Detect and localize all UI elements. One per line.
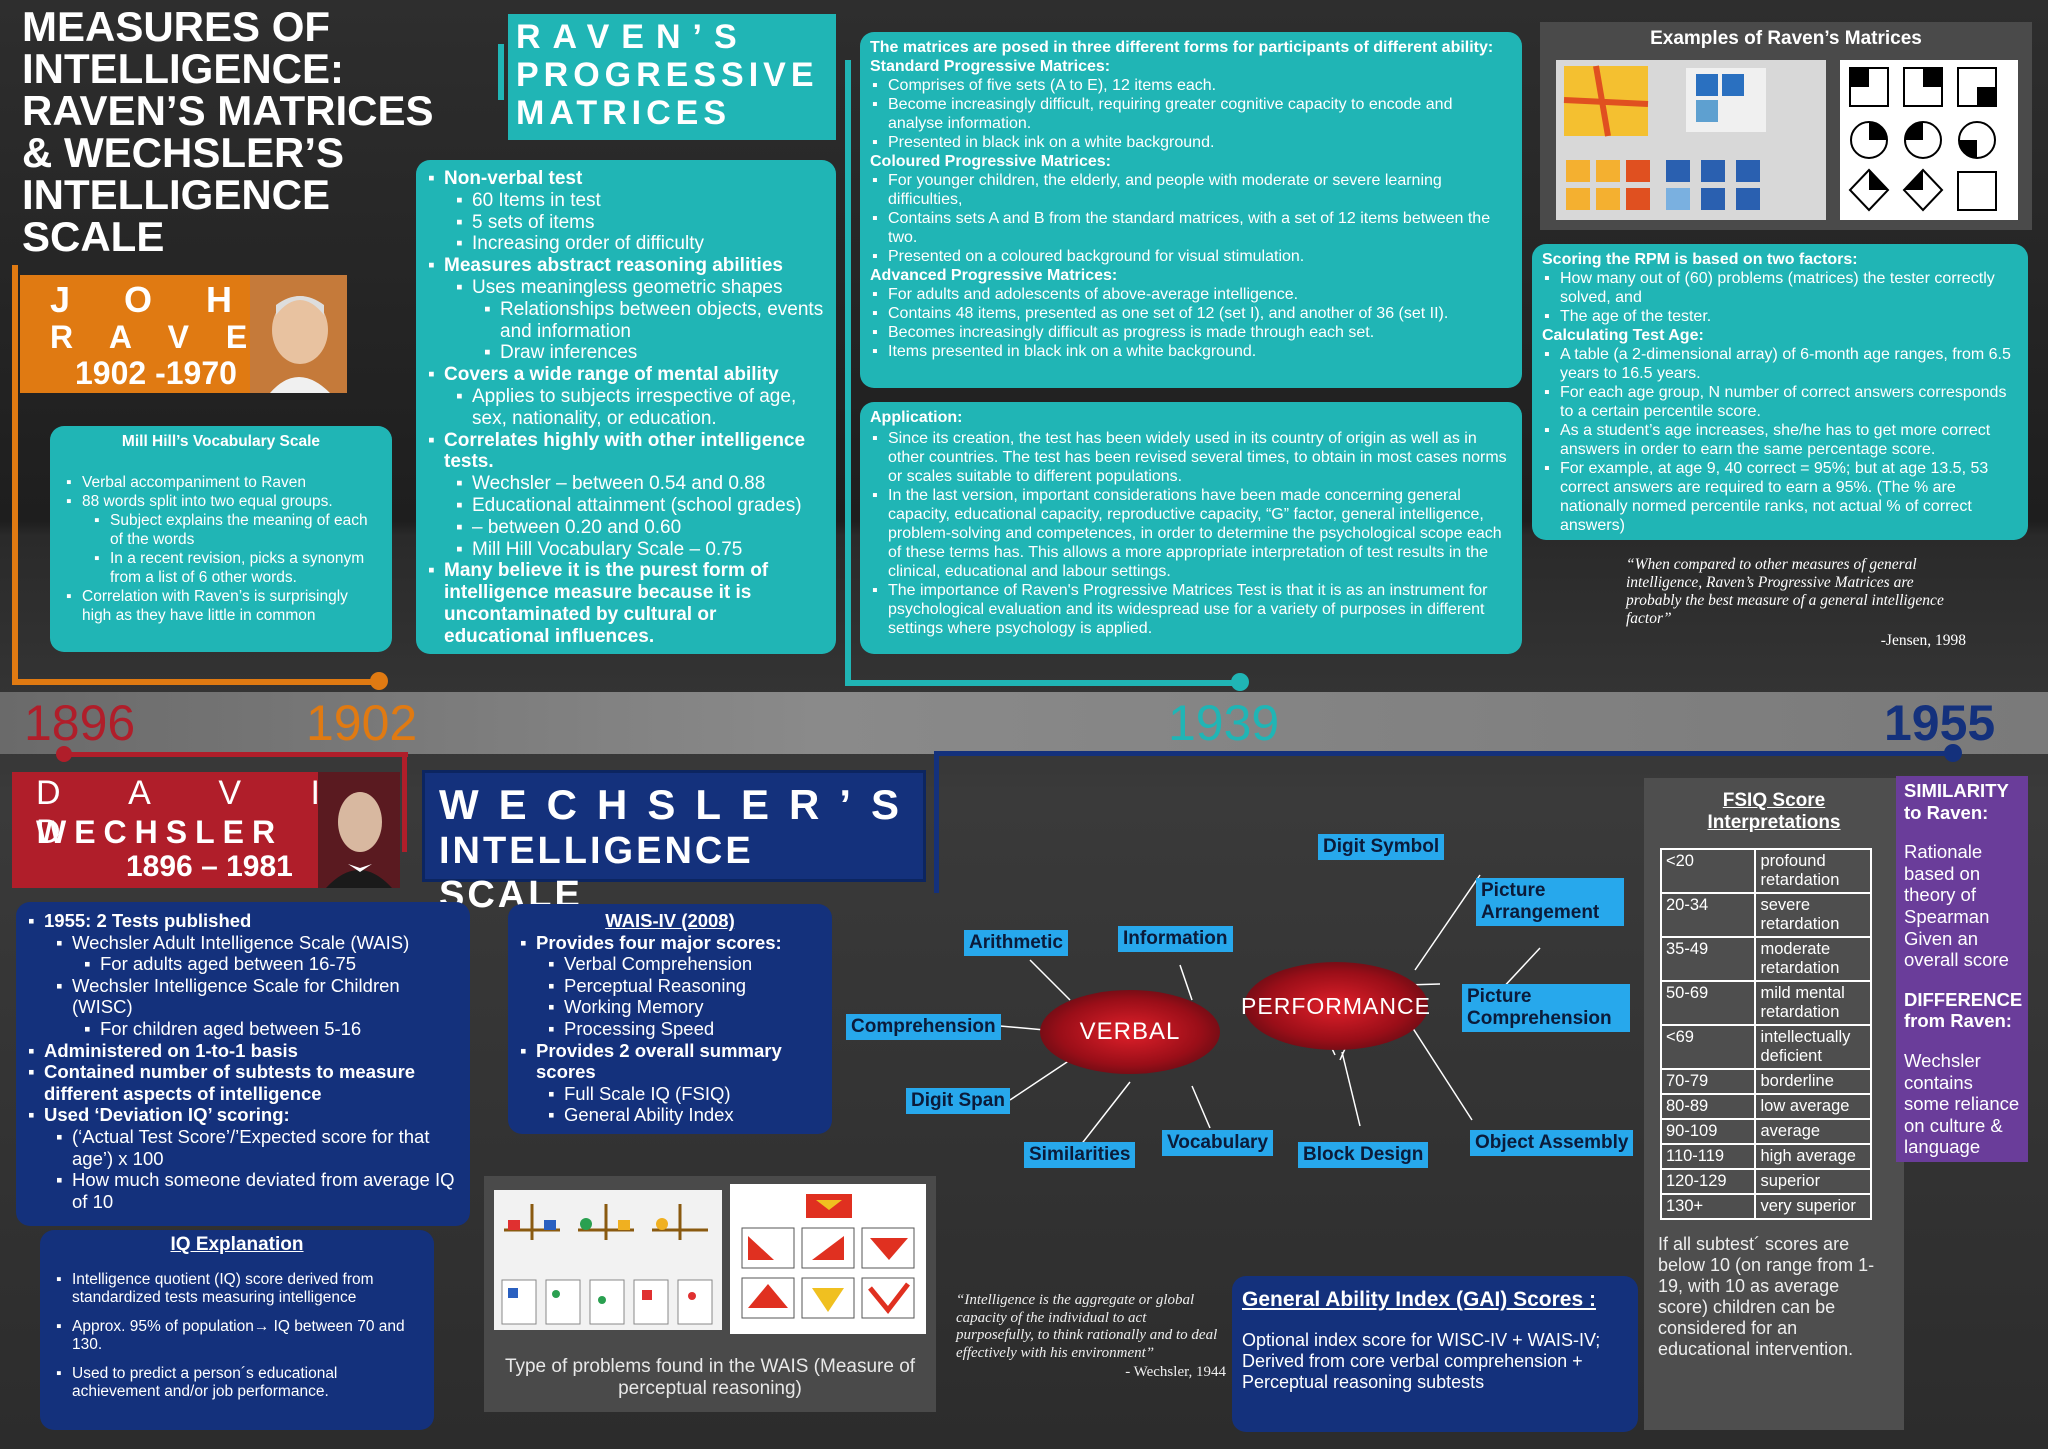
fsiq-label-cell: superior (1754, 1168, 1872, 1195)
fsiq-range-cell: 130+ (1659, 1193, 1757, 1220)
fsiq-label-cell: intellectually deficient (1754, 1024, 1872, 1070)
fsiq-range-cell: 35-49 (1659, 936, 1757, 982)
wais4-panel: WAIS-IV (2008) Provides four major score… (508, 904, 832, 1134)
matrix-example-images (1556, 60, 2018, 220)
fsiq-range-cell: 20-34 (1659, 892, 1757, 938)
year-1939: 1939 (1168, 695, 1280, 751)
scoring-panel: Scoring the RPM is based on two factors:… (1532, 244, 2028, 540)
fsiq-label-cell: borderline (1754, 1068, 1872, 1095)
fsiq-range-cell: 50-69 (1659, 980, 1757, 1026)
fsiq-range-cell: <20 (1659, 848, 1757, 894)
fsiq-label-cell: severe retardation (1754, 892, 1872, 938)
node-object-assembly: Object Assembly (1470, 1130, 1634, 1156)
wechsler-name-card: D A V I D WECHSLER 1896 – 1981 (12, 772, 400, 888)
fsiq-range-cell: 70-79 (1659, 1068, 1757, 1095)
rpm-timeline-connector (498, 44, 504, 100)
rpm-forms-panel: The matrices are posed in three differen… (860, 32, 1522, 388)
year-1955: 1955 (1884, 695, 1996, 751)
node-picture-comprehension: Picture Comprehension (1462, 984, 1630, 1032)
wais-history-panel: 1955: 2 Tests published Wechsler Adult I… (16, 902, 470, 1226)
fsiq-label-cell: mild mental retardation (1754, 980, 1872, 1026)
node-comprehension: Comprehension (846, 1014, 1001, 1040)
wechsler-portrait (318, 772, 400, 888)
fsiq-label-cell: low average (1754, 1093, 1872, 1120)
wechsler-connector (62, 752, 408, 757)
node-information: Information (1118, 926, 1233, 952)
fsiq-range-cell: 110-119 (1659, 1143, 1757, 1170)
wais-problems-panel: Type of problems found in the WAIS (Meas… (484, 1176, 936, 1412)
fsiq-range-cell: 120-129 (1659, 1168, 1757, 1195)
wechsler-connector-v (402, 752, 407, 852)
rpm-connector-v (845, 60, 851, 686)
jensen-quote: “When compared to other measures of gene… (1626, 556, 1966, 649)
year-1902: 1902 (306, 695, 418, 751)
similarity-panel: SIMILARITY to Raven: Rationale based on … (1896, 776, 2028, 1162)
timeline-bar (0, 692, 2048, 754)
fsiq-label-cell: moderate retardation (1754, 936, 1872, 982)
fsiq-range-cell: <69 (1659, 1024, 1757, 1070)
rpm-connector-h (845, 680, 1240, 686)
iq-explanation-panel: IQ Explanation Intelligence quotient (IQ… (40, 1230, 434, 1430)
node-block-design: Block Design (1298, 1142, 1429, 1168)
wis-connector-v (934, 751, 939, 893)
node-picture-arrangement: Picture Arrangement (1476, 878, 1624, 926)
timeline-dot-1955 (1944, 744, 1962, 762)
timeline-dot-1939 (1231, 673, 1249, 691)
rpm-features-panel: Non-verbal test 60 Items in test 5 sets … (416, 160, 836, 654)
fsiq-row: 130+very superior (1659, 1193, 1872, 1220)
node-digit-symbol: Digit Symbol (1318, 834, 1445, 860)
timeline-dot-1902 (370, 672, 388, 690)
raven-portrait (250, 275, 347, 393)
node-vocabulary: Vocabulary (1162, 1130, 1274, 1156)
application-panel: Application: Since its creation, the tes… (860, 402, 1522, 654)
fsiq-range-cell: 80-89 (1659, 1093, 1757, 1120)
node-digit-span: Digit Span (906, 1088, 1010, 1114)
fsiq-label-cell: very superior (1754, 1193, 1872, 1220)
gai-panel: General Ability Index (GAI) Scores : Opt… (1232, 1276, 1638, 1432)
fsiq-label-cell: profound retardation (1754, 848, 1872, 894)
wais-problem-images (494, 1184, 926, 1334)
performance-hub: PERFORMANCE (1241, 962, 1430, 1050)
fsiq-label-cell: average (1754, 1118, 1872, 1145)
node-arithmetic: Arithmetic (964, 930, 1068, 956)
wis-connector-h (934, 751, 1952, 756)
verbal-hub: VERBAL (1040, 990, 1220, 1074)
mill-hill-panel: Mill Hill’s Vocabulary Scale Verbal acco… (50, 426, 392, 652)
main-title: MEASURES OF INTELLIGENCE: RAVEN’S MATRIC… (22, 3, 434, 260)
node-similarities: Similarities (1024, 1142, 1136, 1168)
wis-title: WECHSLER’S INTELLIGENCE SCALE (422, 770, 926, 916)
raven-examples-panel: Examples of Raven’s Matrices (1540, 22, 2032, 230)
raven-timeline-connector-horizontal (12, 679, 384, 685)
raven-timeline-connector (12, 265, 18, 685)
fsiq-range-cell: 90-109 (1659, 1118, 1757, 1145)
year-1896: 1896 (24, 695, 136, 751)
rpm-title: RAVEN’S PROGRESSIVE MATRICES (508, 14, 836, 140)
wechsler-quote: “Intelligence is the aggregate or global… (956, 1292, 1226, 1380)
fsiq-label-cell: high average (1754, 1143, 1872, 1170)
raven-name-card: J O H N R A V E N 1902 -1970 (20, 275, 347, 393)
